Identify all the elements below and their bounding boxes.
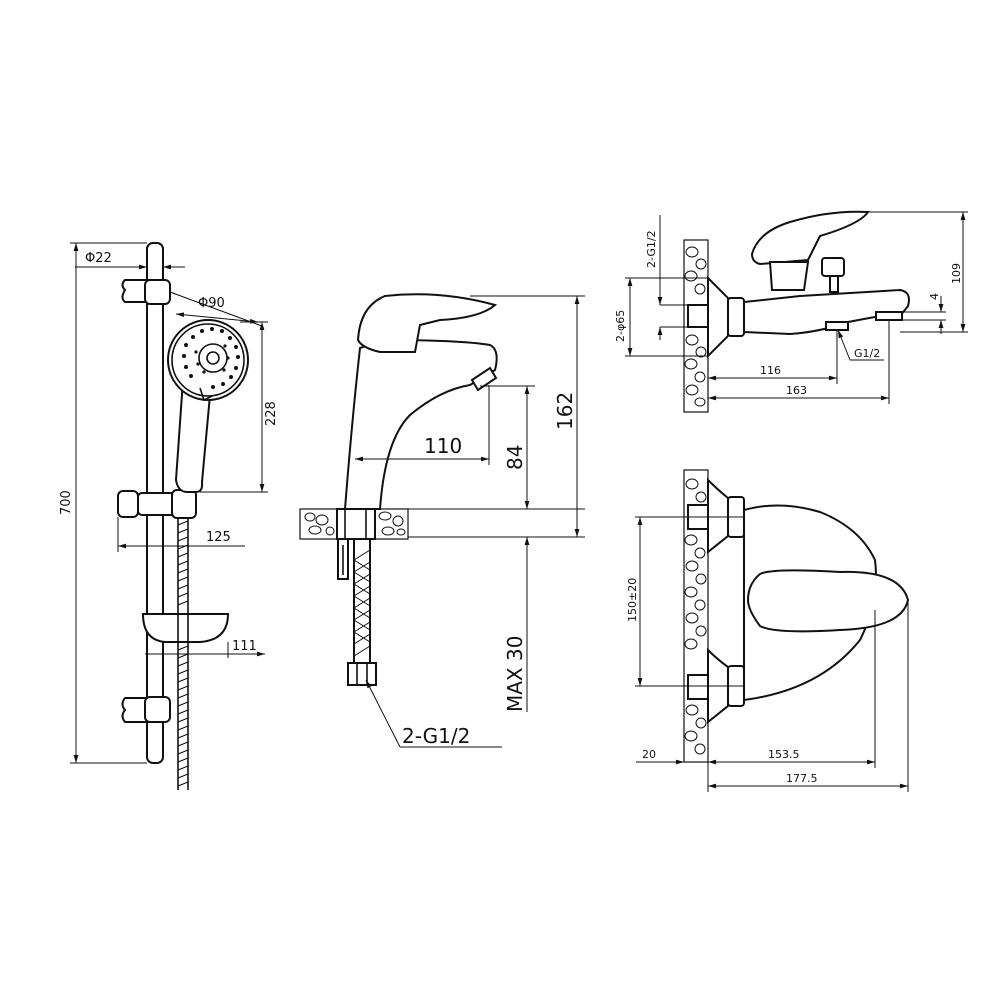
dim-centers: 150±20 [626,516,744,687]
total-height-label: 700 [59,490,74,515]
dim-max-deck: MAX 30 [503,537,530,712]
soap-reach-label: 111 [232,639,257,654]
supply-hose [337,538,377,686]
head-diameter-label: Φ90 [198,296,225,311]
basin-connection-label: 2-G1/2 [402,724,470,748]
basin-mixer-view: 110 84 162 MAX 30 2-G1/2 [299,293,585,748]
side-reach-short-label: 116 [760,364,781,377]
soap-dish [141,613,230,643]
dim-inlet-diameter: 2-φ65 [614,277,708,357]
dim-total-height: 700 [59,242,147,764]
connection-leader: 2-G1/2 [365,679,502,748]
dim-side-outlet: G1/2 [837,329,884,361]
depth-long-label: 177.5 [786,772,818,785]
hand-shower [167,319,249,493]
bath-mixer-side-view: 2-G1/2 2-φ65 109 4 G1/2 [614,210,968,413]
aerator [470,366,498,392]
max-deck-label: MAX 30 [503,636,527,712]
dim-holder-reach: 125 [117,517,245,552]
dim-depth-long: 177.5 [708,600,909,792]
dim-side-height: 109 [868,211,968,333]
dim-side-connection: 2-G1/2 [645,215,688,340]
dim-side-reach-long: 163 [708,320,890,404]
bath-mixer-top-view: 150±20 20 153.5 177.5 [626,469,910,792]
mixer-body [343,338,498,510]
wall-offset-label: 20 [642,748,656,761]
countertop [299,508,409,540]
dim-total-height-basin: 162 [408,295,585,538]
nozzle-dots [182,327,240,389]
dim-depth-short: 153.5 [707,610,876,792]
head-height-label: 228 [264,401,279,426]
inlet-diameter-label: 2-φ65 [614,310,627,342]
side-nut [727,297,745,337]
holder-reach-label: 125 [206,530,231,545]
dim-spout-height: 84 [480,385,535,509]
side-reach-long-label: 163 [786,384,807,397]
top-wall-bracket [121,279,171,305]
side-outlet-label: G1/2 [854,347,880,360]
dim-spout-reach: 110 [355,385,490,465]
spout-reach-label: 110 [424,434,462,458]
diverter-knob [821,257,845,277]
dim-side-offset: 4 [902,293,946,334]
side-offset-label: 4 [928,293,941,300]
slide-holder [117,489,197,519]
bar-diameter-label: Φ22 [85,251,112,266]
depth-short-label: 153.5 [768,748,800,761]
dim-wall-offset: 20 [636,748,684,765]
side-connection-label: 2-G1/2 [645,230,658,268]
top-handle [746,569,910,633]
total-height-basin-label: 162 [553,392,577,430]
spout-height-label: 84 [503,445,527,470]
side-outlet [825,321,849,331]
side-handle [750,210,870,266]
centers-label: 150±20 [626,578,639,622]
dim-soap-reach: 111 [145,639,265,658]
mixer-handle [356,293,498,353]
side-escutcheon [707,275,729,359]
bottom-wall-bracket [121,696,171,723]
dim-side-reach-short: 116 [708,330,838,384]
side-height-label: 109 [950,263,963,284]
dim-head-height: 228 [200,321,279,493]
shower-set-view: Φ22 Φ90 228 700 125 [59,242,279,790]
dim-bar-diameter: Φ22 [75,251,185,270]
dim-head-diameter: Φ90 [169,291,263,327]
